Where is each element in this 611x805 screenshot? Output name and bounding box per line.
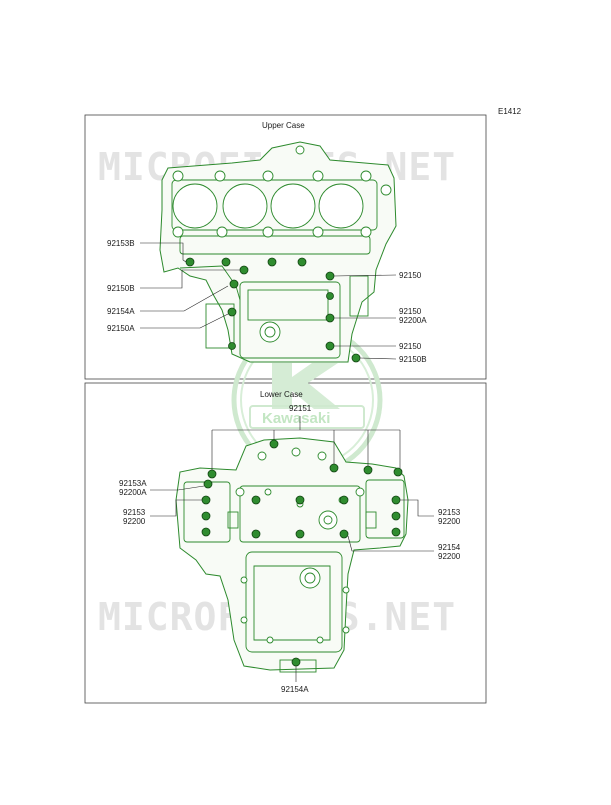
bolt-92150B-right <box>351 353 361 363</box>
label-92150-c: 92150 <box>399 342 422 351</box>
label-92153A: 92153A <box>119 479 147 488</box>
bolt-92150A <box>227 307 237 317</box>
bolt-92150-a <box>325 271 335 281</box>
bolt-92154-right <box>339 529 349 539</box>
label-92154-right: 92154 <box>438 543 461 552</box>
bolt-92153-right <box>391 495 401 505</box>
bolt-92150B-left <box>239 265 249 275</box>
label-92150B-right: 92150B <box>399 355 427 364</box>
bolt-92150-c <box>325 341 335 351</box>
bolt-92154A <box>291 657 301 667</box>
label-92153-right: 92153 <box>438 508 461 517</box>
label-92150-a: 92150 <box>399 271 422 280</box>
bolt-92200A <box>325 313 335 323</box>
bolt-92154A <box>229 279 239 289</box>
label-92153B: 92153B <box>107 239 135 248</box>
label-92200-left: 92200 <box>123 517 146 526</box>
label-92200A: 92200A <box>119 488 147 497</box>
kawasaki-logo-text: Kawasaki <box>262 410 330 427</box>
label-92154A: 92154A <box>107 307 135 316</box>
upper-case-leaders <box>140 242 397 360</box>
lower-case-leaders <box>150 416 434 682</box>
upper-case-title: Upper Case <box>262 121 305 130</box>
label-92200-right2: 92200 <box>438 552 461 561</box>
figure-code: E1412 <box>498 107 522 116</box>
lower-case-title: Lower Case <box>260 390 303 399</box>
label-92150A: 92150A <box>107 324 135 333</box>
label-92150B-left: 92150B <box>107 284 135 293</box>
label-92150-b: 92150 <box>399 307 422 316</box>
bolt-92153A <box>203 479 213 489</box>
lower-case-drawing <box>175 437 409 673</box>
upper-case-drawing <box>159 141 397 363</box>
label-92151: 92151 <box>289 404 312 413</box>
bolt-92153B <box>185 257 195 267</box>
label-92154A-bottom: 92154A <box>281 685 309 694</box>
label-92200-right: 92200 <box>438 517 461 526</box>
bolt-92153-left <box>201 495 211 505</box>
label-92200A: 92200A <box>399 316 427 325</box>
label-92153-left: 92153 <box>123 508 146 517</box>
